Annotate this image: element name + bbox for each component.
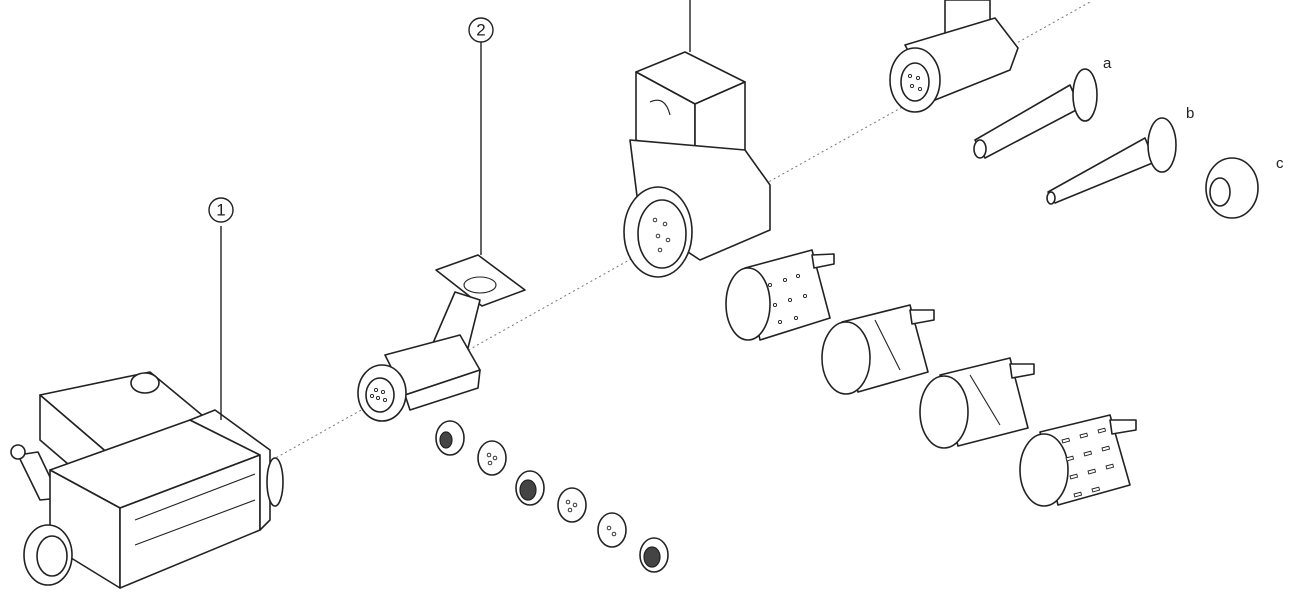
- sausage-stuffer-body: [889, 0, 1019, 113]
- stuffer-adapter-c: [1205, 157, 1259, 219]
- rotor-drum-coarse-shredder: [1019, 414, 1137, 507]
- callout-2-label: 2: [476, 21, 485, 40]
- rotor-drum-fine-shredder: [725, 249, 835, 341]
- label-b: b: [1186, 105, 1194, 122]
- label-a: a: [1103, 55, 1112, 72]
- food-grinder: [357, 254, 526, 422]
- grinder-plate-1: [435, 420, 465, 456]
- rotor-drum-thin-slicer: [821, 304, 935, 395]
- callout-2-circle: [468, 17, 494, 43]
- label-c: c: [1276, 155, 1284, 172]
- grinder-plate-5: [597, 512, 627, 548]
- grinder-plate-4: [557, 487, 587, 523]
- grinder-plate-6: [639, 537, 669, 573]
- callout-1-label: 1: [216, 201, 225, 220]
- slicer-shredder-housing: [623, 0, 771, 278]
- callout-1-circle: [208, 197, 234, 223]
- sausage-tube-b: [1046, 117, 1177, 205]
- rotor-drum-thick-slicer: [919, 357, 1035, 449]
- grinder-plate-3: [515, 470, 545, 506]
- grinder-plates: [435, 420, 669, 573]
- pasta-roller: [10, 371, 284, 589]
- sausage-tube-a: [973, 68, 1098, 159]
- grinder-plate-2: [477, 440, 507, 476]
